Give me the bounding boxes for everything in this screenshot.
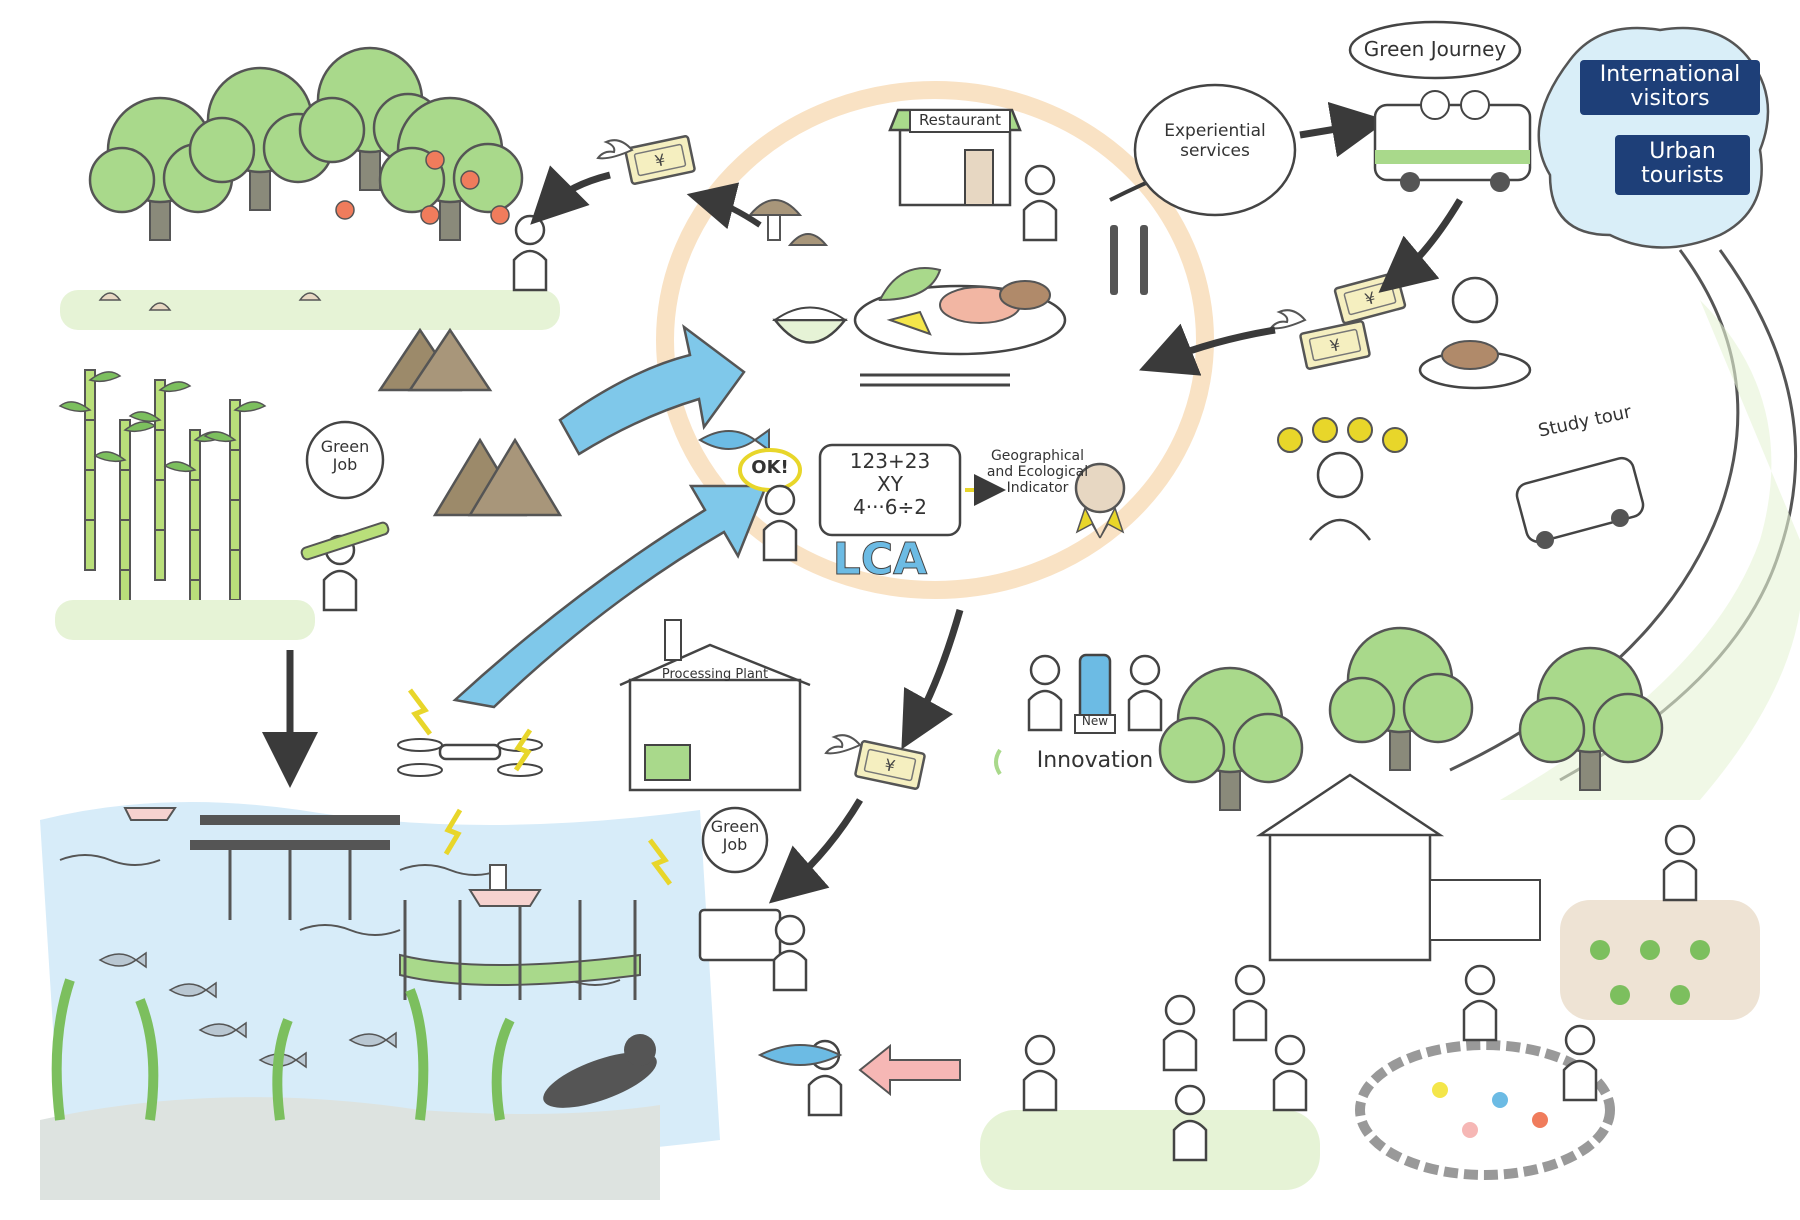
international-visitors-label: International visitors [1599, 62, 1741, 112]
urban-tourists-label: Urban tourists [1641, 139, 1724, 189]
money-note-bottom [825, 734, 927, 791]
math-line-1: 123+23 [849, 449, 931, 473]
experiential-services-label: Experiential services [1150, 121, 1280, 161]
fish-icon [698, 428, 770, 452]
lightning-signals [408, 688, 672, 886]
flow-arrows [262, 101, 1464, 904]
seaweed-bed [40, 978, 660, 1200]
meal-plate [853, 267, 1067, 356]
chopsticks [860, 373, 1010, 387]
processing-plant [619, 619, 811, 792]
child-with-fish [757, 1039, 843, 1117]
forest-illustration [60, 46, 560, 330]
fishing-net [399, 900, 641, 1000]
researcher-person [762, 484, 798, 562]
money-notes-right [1270, 271, 1407, 371]
restaurant-label: Restaurant [918, 111, 1002, 129]
green-job-forest-label: Green Job [320, 437, 370, 475]
ok-label: OK! [751, 457, 789, 478]
boats [123, 807, 542, 907]
pink-arrow [858, 1043, 961, 1097]
lca-label: LCA [832, 534, 928, 585]
experiential-services-text: Experiential services [1164, 121, 1266, 161]
green-job-office-label: Green Job [710, 817, 760, 855]
vegetable-field [1560, 824, 1760, 1020]
visitors-cloud [1537, 26, 1770, 249]
farmer-picking-person [512, 214, 548, 292]
award-winner-person [1277, 417, 1408, 541]
mushrooms-center [747, 199, 829, 246]
new-label: New [1081, 714, 1109, 728]
oyster-raft [190, 815, 400, 920]
diner-person [1418, 276, 1532, 390]
innovation-label: Innovation [1036, 748, 1154, 773]
indicator-medal-icon [1074, 462, 1126, 539]
geo-indicator-label: Geographical and Ecological Indicator [986, 448, 1089, 497]
chef-person [1022, 164, 1058, 242]
experiential-services-bubble [1133, 83, 1297, 217]
green-journey-bus [1348, 20, 1532, 192]
flower-bed [1355, 964, 1615, 1180]
green-journey-label: Green Journey [1363, 37, 1507, 61]
diver-person [543, 1034, 657, 1108]
greenhouse-area [1158, 626, 1664, 962]
bamboo-worker-person [300, 521, 390, 612]
sea-illustration [40, 802, 720, 1200]
math-line-3: 4···6÷2 [852, 495, 927, 519]
money-note-top [597, 134, 697, 186]
bamboo-grove [55, 369, 390, 640]
processing-plant-label: Processing Plant [661, 667, 769, 682]
green-job-cloud-forest [305, 420, 385, 500]
lca-calculation [738, 443, 1006, 562]
reading-children [980, 964, 1320, 1190]
math-block: 123+23 XY 4···6÷2 [820, 450, 960, 519]
central-ring [656, 81, 1214, 599]
knife-fork-icon [1110, 225, 1148, 295]
math-line-2: XY [877, 472, 903, 496]
office-worker [698, 806, 808, 992]
rice-bowl [771, 306, 849, 344]
big-arrow-lower [452, 484, 768, 709]
big-arrow-upper [558, 323, 746, 456]
innovation-group [994, 653, 1196, 776]
study-tour-bus [1515, 456, 1645, 549]
restaurant-building [888, 108, 1058, 242]
log-stacks [377, 327, 563, 517]
